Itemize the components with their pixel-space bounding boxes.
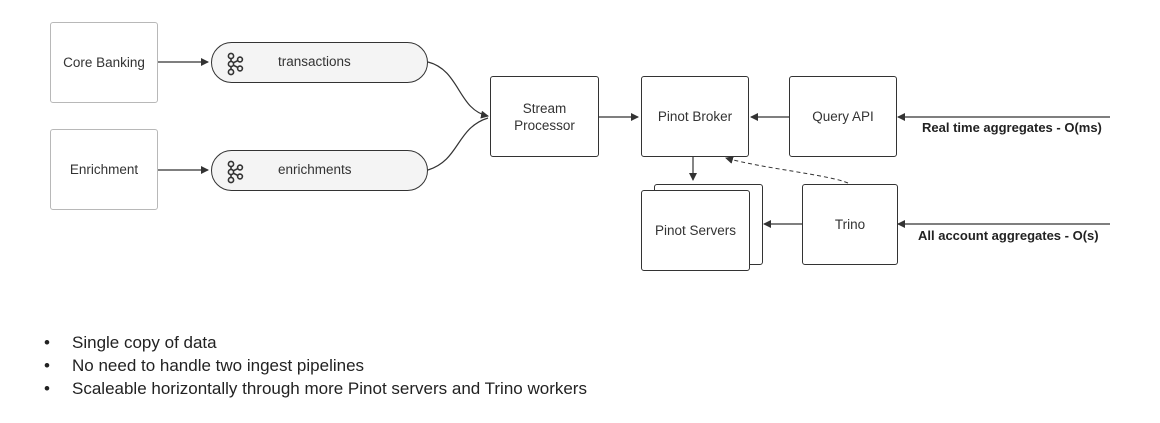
- core-banking-node: Core Banking: [50, 22, 158, 103]
- trino-node: Trino: [802, 184, 898, 265]
- bullet-dot: •: [44, 379, 50, 398]
- bullet-item: • Single copy of data: [44, 331, 587, 354]
- pinot-servers-node: Pinot Servers: [641, 190, 750, 271]
- bullet-text: Single copy of data: [72, 333, 217, 352]
- bullet-item: • Scaleable horizontally through more Pin…: [44, 377, 587, 400]
- transactions-topic-label: transactions: [278, 54, 351, 69]
- edge-trino-to-broker-dashed: [725, 156, 849, 184]
- pinot-servers-label: Pinot Servers: [654, 223, 737, 238]
- edge-transactions-to-stream: [427, 61, 489, 119]
- kafka-icon: [224, 52, 246, 79]
- bullet-dot: •: [44, 333, 50, 352]
- enrichment-node: Enrichment: [50, 129, 158, 210]
- stream-processor-label-line1: Stream: [522, 100, 567, 116]
- all-account-aggregates-label: All account aggregates - O(s): [918, 228, 1099, 243]
- kafka-icon: [224, 160, 246, 187]
- bullet-dot: •: [44, 356, 50, 375]
- pinot-broker-node: Pinot Broker: [641, 76, 749, 157]
- edge-enrichments-to-stream: [427, 117, 489, 171]
- realtime-aggregates-label: Real time aggregates - O(ms): [922, 120, 1102, 135]
- bullet-text: Scaleable horizontally through more Pino…: [72, 379, 587, 398]
- stream-processor-node: Stream Processor: [490, 76, 599, 157]
- enrichments-topic: enrichments: [211, 150, 428, 191]
- bullet-list: • Single copy of data • No need to handle …: [44, 331, 587, 400]
- bullet-text: No need to handle two ingest pipelines: [72, 356, 365, 375]
- core-banking-label: Core Banking: [63, 55, 145, 70]
- query-api-label: Query API: [812, 109, 874, 124]
- query-api-node: Query API: [789, 76, 897, 157]
- transactions-topic: transactions: [211, 42, 428, 83]
- trino-label: Trino: [834, 217, 866, 232]
- pinot-broker-label: Pinot Broker: [657, 109, 733, 124]
- stream-processor-label-line2: Processor: [514, 117, 575, 133]
- bullet-item: • No need to handle two ingest pipelines: [44, 354, 587, 377]
- enrichments-topic-label: enrichments: [278, 162, 352, 177]
- enrichment-label: Enrichment: [69, 162, 139, 177]
